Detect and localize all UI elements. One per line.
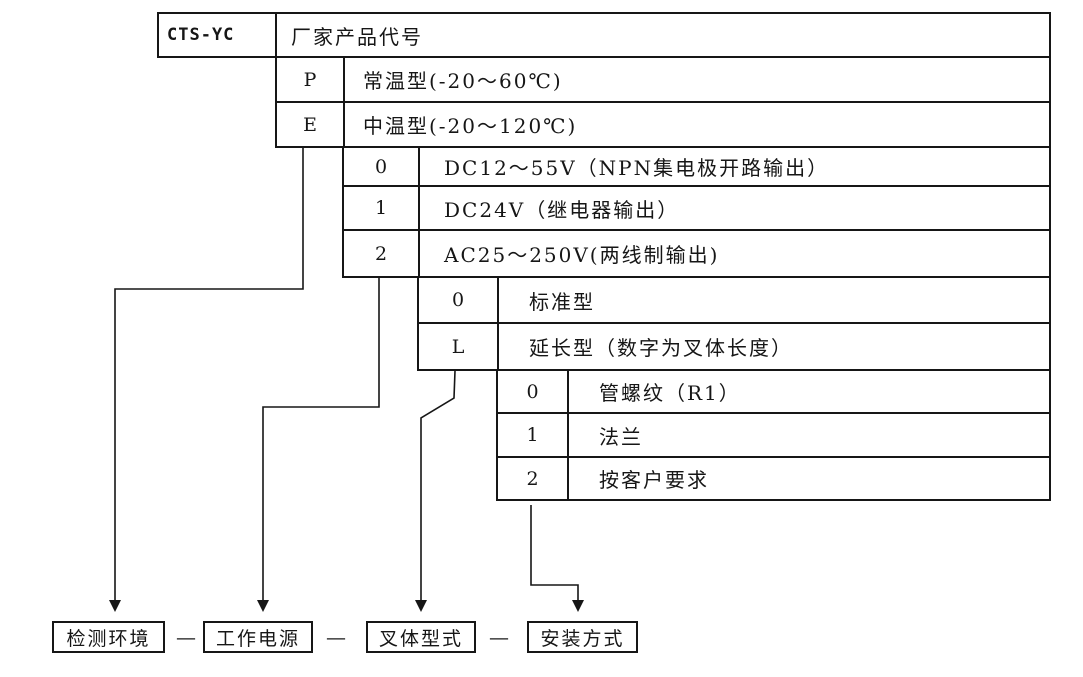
separator-dash: — (489, 625, 509, 649)
option-description: 按客户要求 (599, 468, 709, 492)
connector-power (262, 278, 380, 602)
option-row-mount-1: 1 法兰 (496, 412, 1051, 458)
option-description: 常温型(-20～60℃) (363, 69, 563, 93)
option-code: 1 (498, 414, 569, 456)
separator-dash: — (326, 625, 346, 649)
option-description: 标准型 (529, 289, 595, 314)
label-mounting-method: 安装方式 (527, 621, 638, 653)
option-code: 0 (419, 278, 499, 322)
option-row-mount-0: 0 管螺纹（R1） (496, 369, 1051, 414)
manufacturer-code-label: 厂家产品代号 (291, 24, 423, 49)
option-row-power-2: 2 AC25～250V(两线制输出) (342, 229, 1051, 278)
option-code: E (277, 103, 345, 146)
option-row-fork-0: 0 标准型 (417, 276, 1051, 324)
option-row-fork-l: L 延长型（数字为叉体长度） (417, 322, 1051, 371)
option-row-environment-p: P 常温型(-20～60℃) (275, 56, 1051, 103)
option-code: 1 (344, 187, 420, 229)
option-description: 法兰 (599, 424, 643, 449)
option-description: AC25～250V(两线制输出) (444, 243, 720, 267)
arrow-down-icon (257, 600, 269, 612)
option-row-power-0: 0 DC12～55V（NPN集电极开路输出） (342, 146, 1051, 187)
connector-environment (114, 148, 304, 602)
model-prefix-cell: CTS-YC (159, 14, 277, 56)
header-row: CTS-YC 厂家产品代号 (157, 12, 1051, 58)
option-row-environment-e: E 中温型(-20～120℃) (275, 101, 1051, 148)
arrow-down-icon (109, 600, 121, 612)
option-row-mount-2: 2 按客户要求 (496, 456, 1051, 501)
separator-dash: — (176, 625, 196, 649)
option-row-power-1: 1 DC24V（继电器输出） (342, 185, 1051, 231)
label-fork-type: 叉体型式 (366, 621, 476, 653)
connector-mount (530, 505, 579, 602)
option-code: 2 (498, 458, 569, 499)
option-code: L (419, 324, 499, 369)
option-code: 0 (344, 148, 420, 185)
option-code: P (277, 58, 345, 101)
label-power-supply: 工作电源 (203, 621, 313, 653)
label-detection-environment: 检测环境 (52, 621, 165, 653)
arrow-down-icon (572, 600, 584, 612)
option-description: DC24V（继电器输出） (444, 197, 680, 222)
option-code: 0 (498, 371, 569, 412)
option-description: 管螺纹（R1） (599, 381, 741, 405)
option-description: 延长型（数字为叉体长度） (529, 336, 793, 360)
arrow-down-icon (415, 600, 427, 612)
option-description: DC12～55V（NPN集电极开路输出） (444, 156, 830, 180)
connector-fork (420, 370, 456, 602)
option-description: 中温型(-20～120℃) (363, 114, 578, 138)
option-code: 2 (344, 231, 420, 276)
